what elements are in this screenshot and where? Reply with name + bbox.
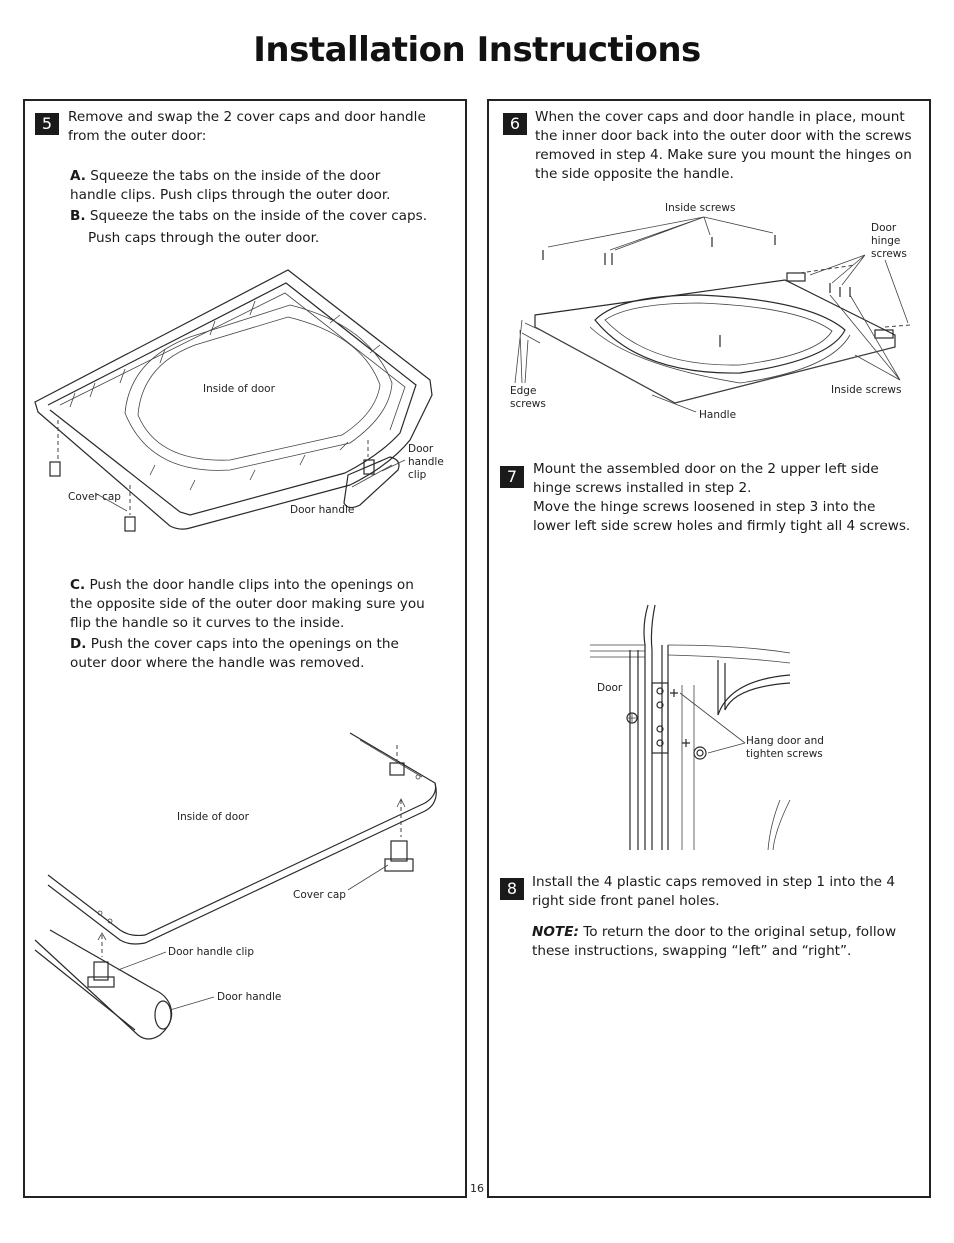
step-5-d-letter: D. — [70, 636, 87, 652]
step-5-c: C. Push the door handle clips into the o… — [70, 576, 430, 633]
fig1-inside-of-door-label: Inside of door — [203, 383, 276, 395]
step-5-a-letter: A. — [70, 168, 86, 184]
hinge-plate — [626, 682, 707, 760]
fig3-door-hinge-label-1: Door — [871, 222, 897, 234]
step-7-badge: 7 — [500, 466, 524, 488]
step-5-panel — [23, 99, 467, 1198]
outer-door-frame — [34, 269, 433, 530]
step-5-a-text: Squeeze the tabs on the inside of the do… — [70, 168, 391, 203]
step-7-text-1: Mount the assembled door on the 2 upper … — [533, 461, 879, 496]
fig1-cover-cap-label: Cover cap — [68, 491, 121, 503]
step-6-badge: 6 — [503, 113, 527, 135]
step-5-intro: Remove and swap the 2 cover caps and doo… — [68, 109, 426, 144]
fig1-door-handle-clip-label-1: Door — [408, 443, 434, 455]
step-8-note: NOTE: To return the door to the original… — [532, 923, 912, 961]
cabinet-edge — [590, 604, 791, 851]
cover-cap-parts — [49, 420, 369, 532]
fig4-door-label: Door — [597, 682, 623, 694]
fig3-inside-screws-bottom-label: Inside screws — [831, 384, 901, 396]
clip-and-cap-parts — [87, 745, 414, 988]
step-5-badge: 5 — [35, 113, 59, 135]
step-5-d-text: Push the cover caps into the openings on… — [70, 636, 399, 671]
step-6-text: When the cover caps and door handle in p… — [535, 109, 912, 182]
step-5-d: D. Push the cover caps into the openings… — [70, 635, 430, 673]
door-handle-bar — [34, 929, 173, 1040]
step-7-text-2: Move the hinge screws loosened in step 3… — [533, 499, 911, 534]
fig2-door-handle-clip-label: Door handle clip — [168, 946, 254, 958]
step-5-b: B. Squeeze the tabs on the inside of the… — [70, 207, 430, 226]
fig3-door-hinge-label-3: screws — [871, 248, 907, 260]
leader-lines — [514, 216, 911, 413]
outer-door-figure: Inside of door Door handle clip Cover ca… — [34, 269, 444, 532]
fig4-hang-label-1: Hang door and — [746, 735, 824, 747]
fig3-door-hinge-label-2: hinge — [871, 235, 900, 247]
door-panel — [521, 279, 896, 404]
screws — [542, 235, 894, 347]
fig1-door-handle-clip-label-3: clip — [408, 469, 427, 481]
fig4-hang-label-2: tighten screws — [746, 748, 823, 760]
step-5-b-letter: B. — [70, 208, 86, 224]
inner-door-mount-figure: Inside screws Door hinge screws Edge scr… — [510, 202, 911, 421]
step-5-c-text: Push the door handle clips into the open… — [70, 577, 425, 631]
fig2-cover-cap-label: Cover cap — [293, 889, 346, 901]
page-title: Installation Instructions — [253, 30, 701, 70]
step-5-c-letter: C. — [70, 577, 86, 593]
fig2-inside-of-door-label: Inside of door — [177, 811, 250, 823]
door-edge — [47, 732, 437, 945]
step-8-text: Install the 4 plastic caps removed in st… — [532, 874, 896, 909]
door-handle-shape — [343, 456, 400, 509]
step-8-note-text: To return the door to the original setup… — [532, 924, 897, 959]
fig3-inside-screws-top-label: Inside screws — [665, 202, 735, 214]
hinge-detail-figure: Door Hang door and tighten screws — [590, 604, 824, 851]
step-5-b-text-2: Push caps through the outer door. — [88, 230, 320, 246]
step-5-b-text: Squeeze the tabs on the inside of the co… — [89, 208, 428, 224]
fig1-door-handle-clip-label-2: handle — [408, 456, 444, 468]
step-8-note-label: NOTE: — [532, 924, 579, 940]
fig3-edge-screws-label-2: screws — [510, 398, 546, 410]
page-number: 16 — [470, 1182, 484, 1195]
handle-swap-figure: Inside of door Cover cap Door handle cli… — [34, 732, 437, 1040]
fig1-door-handle-label: Door handle — [290, 504, 354, 516]
fig3-edge-screws-label-1: Edge — [510, 385, 536, 397]
fig3-handle-label: Handle — [699, 409, 736, 421]
step-6-8-panel — [487, 99, 931, 1198]
fig2-door-handle-label: Door handle — [217, 991, 281, 1003]
step-5-a: A. Squeeze the tabs on the inside of the… — [70, 167, 430, 205]
step-8-badge: 8 — [500, 878, 524, 900]
